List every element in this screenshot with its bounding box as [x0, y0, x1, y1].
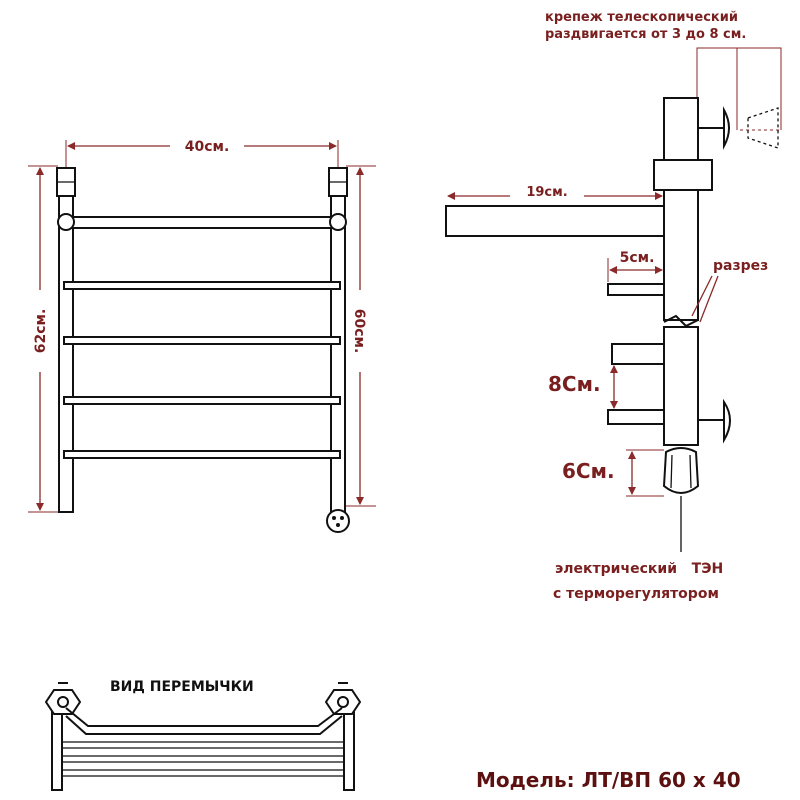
crossbar-3	[63, 396, 341, 405]
top-rail	[65, 216, 339, 229]
long-arm	[445, 205, 665, 237]
section-leader-2	[699, 275, 719, 323]
heater-ridge-1	[670, 454, 673, 489]
depth-5-label: 5см.	[620, 250, 655, 266]
front-view: 40см. 62см. 60см.	[28, 139, 376, 533]
heater-socket	[326, 509, 350, 533]
top-rail-right-joint	[329, 213, 347, 231]
heater-element	[662, 447, 700, 494]
heater-label-line1: электрический ТЭН	[555, 561, 723, 577]
lower-wall-cup	[723, 398, 731, 444]
jumper-left-nut-hole	[57, 696, 69, 708]
jumper-bar-top	[65, 707, 343, 727]
upper-telescopic-cone	[747, 107, 779, 149]
socket-pin-2	[340, 516, 344, 520]
width-label: 40см.	[185, 139, 230, 155]
jumper-right-nut-hole	[337, 696, 349, 708]
height-62-label: 62см.	[33, 309, 49, 354]
left-upright	[58, 195, 74, 513]
side-lower-post	[663, 326, 699, 446]
jumper-view-label: ВИД ПЕРЕМЫЧКИ	[110, 679, 254, 695]
heater-label-line2: с терморегулятором	[553, 586, 719, 602]
section-label: разрез	[713, 258, 768, 274]
side-view: крепеж телескопический раздвигается от 3…	[445, 10, 782, 602]
lower-arm-upper	[611, 343, 665, 365]
side-upper-post	[663, 97, 699, 321]
jumper-bar-bottom	[65, 715, 343, 735]
short-arm	[607, 283, 665, 296]
spacing-8-label: 8См.	[548, 372, 601, 396]
heater-ridge-2	[689, 454, 692, 489]
socket-pin-1	[332, 516, 336, 520]
mount-label-line2: раздвигается от 3 до 8 см.	[545, 27, 746, 42]
top-rail-left-joint	[57, 213, 75, 231]
mount-bracket-line	[696, 47, 782, 130]
depth-19-label: 19см.	[526, 185, 567, 200]
mount-label-line1: крепеж телескопический	[545, 10, 738, 25]
height-60-label: 60см.	[351, 309, 367, 354]
crossbar-4	[63, 450, 341, 459]
upper-clamp	[653, 159, 713, 191]
upper-wall-cup	[723, 106, 730, 150]
model-label: Модель: ЛТ/ВП 60 х 40	[476, 768, 741, 792]
section-break-line	[663, 314, 699, 328]
socket-pin-3	[336, 523, 340, 527]
crossbar-2	[63, 336, 341, 345]
right-upright	[330, 195, 346, 513]
crossbar-1	[63, 281, 341, 290]
jumper-view: ВИД ПЕРЕМЫЧКИ	[44, 679, 362, 791]
section-leader-1	[691, 275, 713, 317]
heater-6-label: 6См.	[562, 459, 615, 483]
lower-arm-lower	[607, 409, 665, 425]
